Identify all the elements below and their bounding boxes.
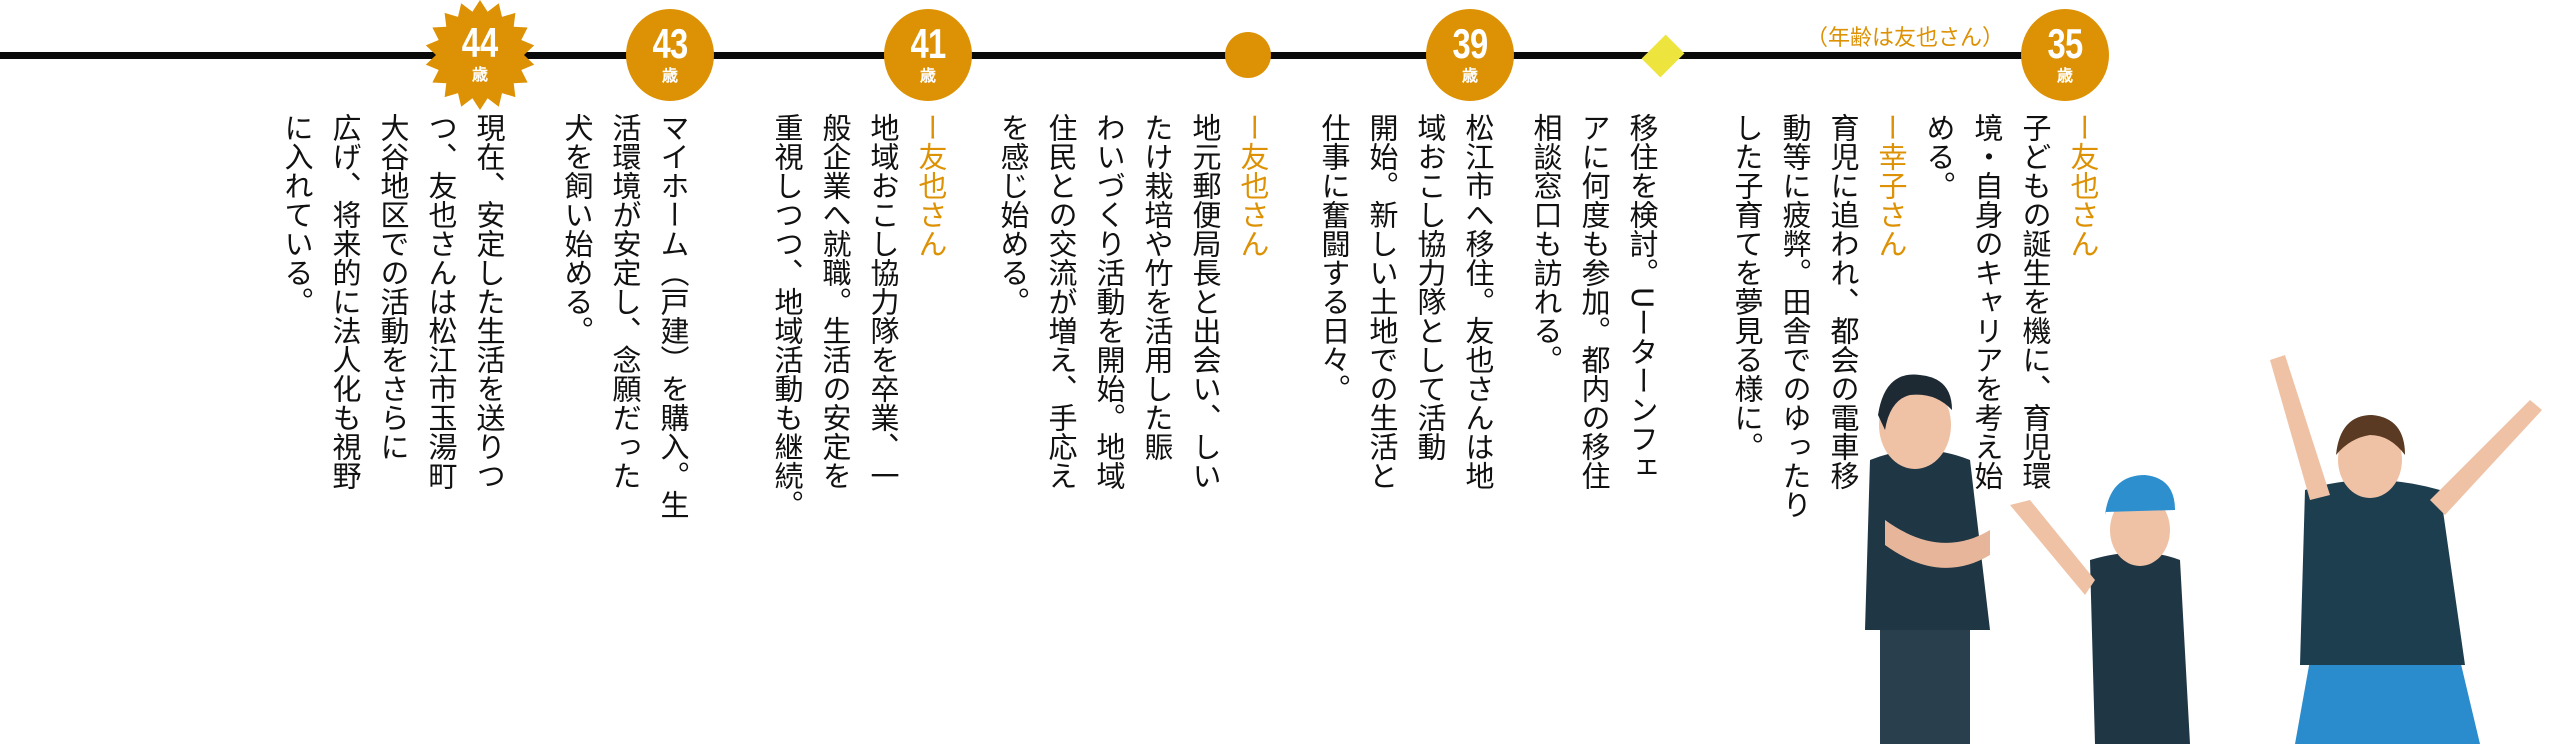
text-column: 開始。新しい土地での生活と — [1365, 113, 1399, 490]
text-column: に入れている。 — [280, 113, 314, 316]
text-column: 現在、安定した生活を送りつ — [472, 113, 506, 490]
age-unit: 歳 — [2056, 66, 2073, 85]
age-note: （年齢は友也さん） — [1806, 26, 2005, 51]
boy-figure — [2010, 475, 2190, 744]
text-column: わいづくり活動を開始。地域 — [1092, 113, 1126, 490]
text-column: 相談窓口も訪れる。 — [1529, 113, 1563, 374]
text-column: アに何度も参加。都内の移住 — [1577, 113, 1611, 490]
age-unit: 歳 — [919, 66, 936, 85]
text-column: 犬を飼い始める。 — [560, 113, 594, 345]
starburst-shape — [425, 0, 535, 110]
text-column: 動等に疲弊。田舎でのゆったり — [1778, 113, 1812, 519]
diamond-marker — [1641, 34, 1685, 78]
age-number: 35 — [2047, 20, 2084, 67]
text-column: 域おこし協力隊として活動 — [1413, 113, 1447, 461]
person-name: ー友也さん — [914, 113, 948, 258]
text-column: を感じ始める。 — [996, 113, 1030, 316]
person-name: ー友也さん — [1236, 113, 1270, 258]
age-number: 39 — [1452, 20, 1489, 67]
text-column: 大谷地区での活動をさらに — [376, 113, 410, 461]
age-unit: 歳 — [661, 66, 678, 85]
text-column: 地域おこし協力隊を卒業、一 — [866, 113, 900, 490]
dot-marker — [1225, 32, 1271, 78]
age-badge-39: 39 歳 — [1426, 9, 1514, 101]
text-column: 重視しつつ、地域活動も継続。 — [770, 113, 804, 519]
text-column: 子どもの誕生を機に、育児環 — [2018, 113, 2052, 490]
text-column: 境・自身のキャリアを考え始 — [1970, 113, 2004, 490]
text-column: 活環境が安定し、念願だった — [608, 113, 642, 490]
text-column: 住民との交流が増え、手応え — [1044, 113, 1078, 490]
text-column: 移住を検討。Uーターンフェ — [1625, 113, 1659, 483]
text-block-diamond: 移住を検討。Uーターンフェアに何度も参加。都内の移住相談窓口も訪れる。 — [1522, 113, 1666, 673]
text-block-age35: ー友也さん子どもの誕生を機に、育児環境・自身のキャリアを考え始める。ー幸子さん育… — [1723, 113, 2107, 673]
text-block-age39: 松江市へ移住。友也さんは地域おこし協力隊として活動開始。新しい土地での生活と仕事… — [1310, 113, 1502, 673]
age-number: 41 — [910, 20, 947, 67]
text-column: 仕事に奮闘する日々。 — [1317, 113, 1351, 403]
text-column: 広げ、将来的に法人化も視野 — [328, 113, 362, 490]
text-block-age41: ー友也さん地域おこし協力隊を卒業、一般企業へ就職。生活の安定を重視しつつ、地域活… — [763, 113, 955, 673]
age-badge-43: 43 歳 — [626, 9, 714, 101]
age-number: 43 — [652, 20, 689, 67]
age-unit: 歳 — [471, 65, 488, 84]
text-column: たけ栽培や竹を活用した賑 — [1140, 113, 1174, 461]
age-number: 44 — [461, 19, 499, 66]
age-badge-41: 41 歳 — [884, 9, 972, 101]
timeline-line — [0, 52, 2070, 59]
text-block-age43: マイホーム（戸建）を購入。生活環境が安定し、念願だった犬を飼い始める。 — [553, 113, 697, 673]
text-column: マイホーム（戸建）を購入。生 — [656, 113, 690, 519]
person-name: ー友也さん — [2066, 113, 2100, 258]
text-column: める。 — [1922, 113, 1956, 200]
father-figure — [1865, 374, 1990, 744]
text-column: 松江市へ移住。友也さんは地 — [1461, 113, 1495, 490]
text-column: 地元郵便局長と出会い、しい — [1188, 113, 1222, 490]
text-column: つ、友也さんは松江市玉湯町 — [424, 113, 458, 490]
person-name: ー幸子さん — [1874, 113, 1908, 258]
age-unit: 歳 — [1461, 66, 1478, 85]
age-badge-35: 35 歳 — [2021, 9, 2109, 101]
age-badge-44: 44 歳 — [425, 0, 535, 110]
text-column: 般企業へ就職。生活の安定を — [818, 113, 852, 490]
text-block-age44: 現在、安定した生活を送りつつ、友也さんは松江市玉湯町大谷地区での活動をさらに広げ… — [273, 113, 513, 673]
text-column: した子育てを夢見る様に。 — [1730, 113, 1764, 461]
family-photo — [1865, 355, 2542, 744]
text-block-dot: ー友也さん地元郵便局長と出会い、しいたけ栽培や竹を活用した賑わいづくり活動を開始… — [989, 113, 1277, 673]
mother-figure — [2270, 355, 2542, 744]
text-column: 育児に追われ、都会の電車移 — [1826, 113, 1860, 490]
